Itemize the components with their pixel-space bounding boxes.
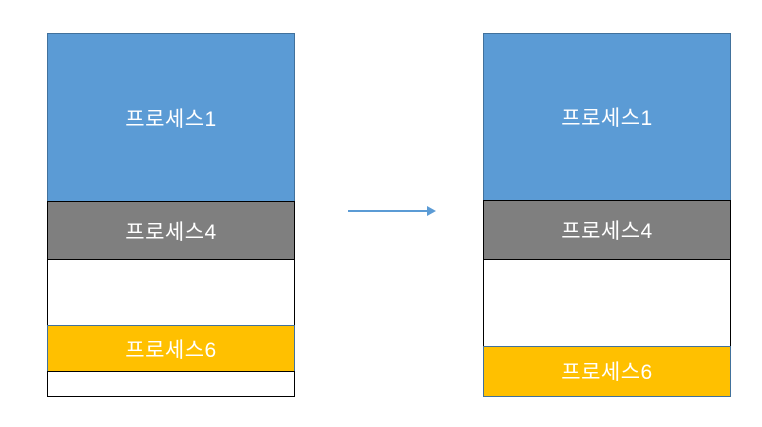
process1-block: 프로세스1 bbox=[483, 33, 731, 201]
process1-label: 프로세스1 bbox=[561, 107, 653, 130]
free-space-block bbox=[483, 259, 731, 347]
arrow-head bbox=[427, 206, 436, 216]
arrow-line bbox=[348, 210, 428, 212]
process4-block: 프로세스4 bbox=[483, 199, 731, 261]
process6-block: 프로세스6 bbox=[483, 345, 731, 397]
memory-column-after: 프로세스1 프로세스4 프로세스6 bbox=[483, 33, 731, 397]
process6-block: 프로세스6 bbox=[47, 324, 295, 373]
process6-label: 프로세스6 bbox=[561, 361, 653, 384]
process4-label: 프로세스4 bbox=[125, 220, 217, 244]
process6-label: 프로세스6 bbox=[125, 338, 217, 362]
free-space-block bbox=[47, 259, 295, 326]
process4-block: 프로세스4 bbox=[47, 200, 295, 261]
process1-label: 프로세스1 bbox=[125, 107, 217, 131]
process1-block: 프로세스1 bbox=[47, 33, 295, 202]
compaction-arrow-icon bbox=[348, 203, 437, 219]
memory-column-before: 프로세스1 프로세스4 프로세스6 bbox=[47, 33, 295, 397]
process4-label: 프로세스4 bbox=[561, 220, 653, 243]
free-space-block bbox=[47, 371, 295, 397]
